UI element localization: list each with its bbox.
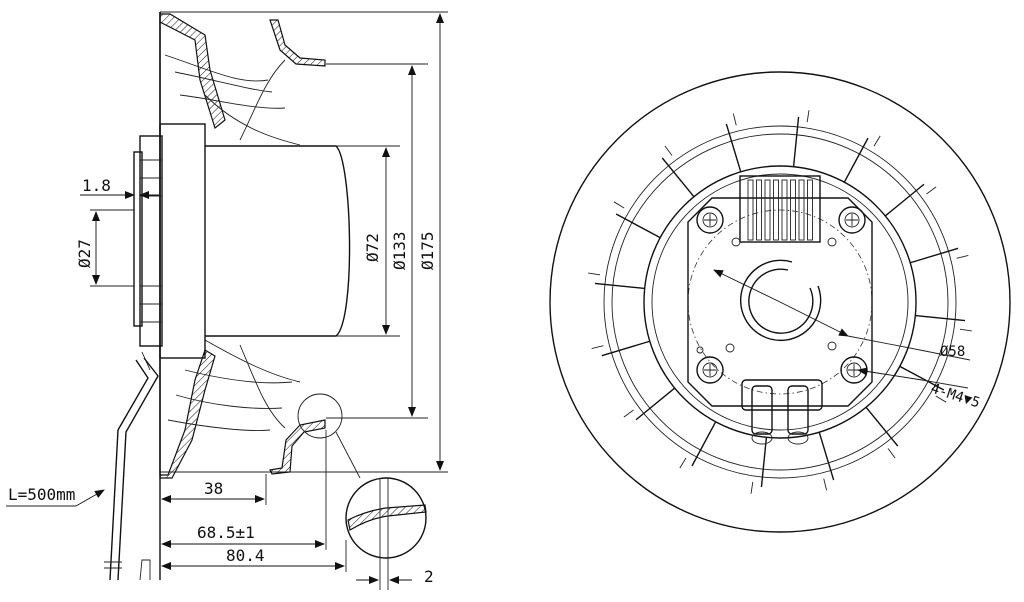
blade-tip [935, 395, 947, 403]
blade-tip [664, 145, 673, 156]
terminal-pin [764, 179, 771, 241]
blade-tip [959, 328, 972, 332]
blade-tip [623, 409, 634, 418]
blade-rib [792, 116, 800, 167]
blade-tip [873, 135, 881, 147]
blade-rib [725, 123, 742, 172]
blade-rib [615, 213, 661, 239]
terminal-pin [756, 179, 762, 241]
blade-tip [806, 110, 810, 123]
blade-rib [843, 137, 869, 183]
dim-38: 38 [204, 479, 223, 498]
screw-bottom-right [840, 356, 868, 384]
dim-2: 2 [424, 567, 434, 586]
blade-tip [732, 113, 737, 126]
blade-rib [635, 387, 676, 421]
blade-rib [601, 340, 650, 357]
side-view-dimensions: 1.8 Ø27 Ø72 Ø133 Ø175 38 68.5±1 80. [6, 13, 444, 586]
terminal-pins [747, 179, 813, 241]
terminal-pin [798, 179, 805, 241]
blade-tip [613, 201, 625, 209]
terminal-pin [807, 179, 813, 241]
dim-d133: Ø133 [390, 231, 409, 270]
dim-68-5: 68.5±1 [197, 523, 255, 542]
blade-tip [887, 448, 896, 459]
blade-rib [818, 432, 835, 481]
blade-rib [865, 406, 899, 447]
blade-tip [679, 457, 687, 469]
blade-rib [691, 421, 717, 467]
blade-rib [760, 437, 768, 488]
blade-ribs [588, 110, 972, 494]
terminal-pin [790, 179, 796, 241]
side-view [104, 11, 448, 590]
dim-80-4: 80.4 [226, 546, 265, 565]
blade-tip [926, 186, 937, 195]
blade-rib [884, 183, 925, 217]
blade-rib [661, 157, 695, 198]
dim-d72: Ø72 [363, 233, 382, 262]
screw-bottom-left [696, 356, 724, 384]
blade-rib [899, 365, 945, 391]
blade-rib [594, 282, 645, 290]
blade-tip [591, 345, 604, 350]
dim-1-8: 1.8 [82, 176, 111, 195]
front-view [549, 71, 1011, 533]
terminal-pin [773, 179, 779, 241]
screw-top-left [696, 206, 724, 234]
cable-length-label: L=500mm [8, 485, 75, 504]
blade-rib [915, 314, 966, 322]
blade-tip [750, 481, 754, 494]
blade-tip [956, 254, 969, 259]
dim-d27: Ø27 [75, 239, 94, 268]
blade-rib [910, 247, 959, 264]
dim-d58: Ø58 [940, 344, 965, 360]
terminal-pin [747, 179, 754, 241]
dim-d175: Ø175 [418, 231, 437, 270]
blade-tip [823, 478, 828, 491]
blade-tip [588, 272, 601, 276]
dim-holes: 4-M4▼5 [929, 381, 982, 412]
terminal-pin [781, 179, 788, 241]
screw-top-right [838, 206, 866, 234]
front-view-dimensions: Ø58 4-M4▼5 [713, 269, 982, 412]
